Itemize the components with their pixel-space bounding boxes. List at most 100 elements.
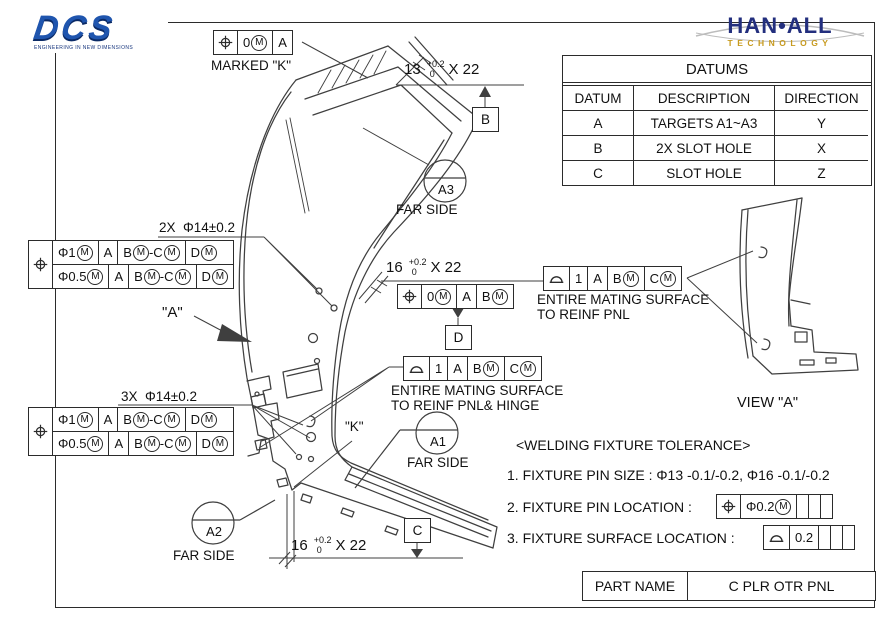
dim-suffix: X 22: [430, 259, 462, 276]
datum-table-title: DATUMS: [563, 56, 871, 83]
fcf-cell: [818, 526, 830, 549]
datum-target-a2-label: A2: [206, 524, 222, 539]
material-condition-icon: M: [132, 411, 149, 428]
material-condition-icon: M: [201, 244, 218, 261]
fcf-cell: A: [447, 357, 467, 380]
dim-tol-hi: +0.2: [313, 535, 332, 545]
welding-note-3-label: 3. FIXTURE SURFACE LOCATION :: [507, 530, 735, 546]
fcf-cell: A: [108, 265, 128, 288]
view-a-drawing: [739, 197, 859, 375]
material-condition-icon: M: [143, 268, 160, 285]
datum-flag-c: C: [404, 518, 431, 543]
material-condition-icon: M: [251, 34, 268, 51]
dim-suffix: X 22: [335, 537, 367, 554]
dim-value: 16: [291, 537, 308, 554]
dim-suffix: X 22: [448, 61, 480, 78]
fcf-cell: [820, 495, 832, 518]
profile-symbol-icon: [544, 267, 570, 290]
material-condition-icon: M: [519, 360, 536, 377]
material-condition-icon: M: [76, 244, 93, 261]
material-condition-icon: M: [211, 435, 228, 452]
dcs-logo: DCS ENGINEERING IN NEW DIMENSIONS: [30, 9, 168, 53]
dim-tol-lo: 0: [411, 266, 417, 277]
profile-right-note: TO REINF PNL: [537, 307, 630, 322]
datum-targets: A3 A1 A2: [191, 159, 467, 545]
fcf-cell: [796, 495, 808, 518]
fcf-cell: 1: [575, 271, 583, 286]
datum-table-cell: 2X SLOT HOLE: [633, 135, 774, 160]
welding-note-1: 1. FIXTURE PIN SIZE : Φ13 -0.1/-0.2, Φ16…: [507, 467, 830, 483]
dcs-logo-text: DCS: [31, 9, 118, 47]
material-condition-icon: M: [491, 288, 508, 305]
marked-k-label: MARKED "K": [211, 58, 292, 73]
part-name-label: PART NAME: [583, 572, 688, 600]
view-arrow-label: "A": [162, 304, 183, 321]
material-condition-icon: M: [174, 268, 191, 285]
datum-table-cell: Y: [774, 110, 868, 135]
datum-table-header: DATUM: [574, 90, 622, 106]
datum-table-cell: TARGETS A1~A3: [633, 110, 774, 135]
datum-table-cell: Z: [774, 160, 868, 185]
fcf-cell: [842, 526, 854, 549]
datum-table-header: DIRECTION: [774, 86, 868, 110]
profile-right-note: ENTIRE MATING SURFACE: [537, 292, 710, 307]
datum-target-a2-circle: [191, 501, 235, 545]
fcf-cell: A: [97, 241, 118, 264]
datum-table-cell: B: [563, 135, 633, 160]
fcf-cell: A: [456, 285, 476, 308]
material-condition-icon: M: [143, 435, 160, 452]
material-condition-icon: M: [435, 288, 452, 305]
fcf-cell: A: [272, 31, 292, 54]
fcf-cell: [808, 495, 820, 518]
material-condition-icon: M: [132, 244, 149, 261]
dim-tol-lo: 0: [316, 544, 322, 555]
material-condition-icon: M: [775, 498, 792, 515]
holes-3x-label: 3X Φ14±0.2: [121, 389, 197, 404]
holes-2x-label: 2X Φ14±0.2: [159, 220, 235, 235]
profile-mid-note: ENTIRE MATING SURFACE: [391, 383, 564, 398]
datum-target-a1-label: A1: [430, 434, 446, 449]
datum-table-cell: C: [563, 160, 633, 185]
datum-table-header: DESCRIPTION: [633, 86, 774, 110]
datum-table-cell: X: [774, 135, 868, 160]
view-a-label: VIEW "A": [737, 395, 799, 411]
material-condition-icon: M: [174, 435, 191, 452]
profile-symbol-icon: [404, 357, 430, 380]
fcf-cell: 0.2: [795, 530, 814, 545]
fcf-cell: 1: [435, 361, 443, 376]
datum-target-a1-circle: [415, 411, 459, 455]
dim-tol-hi: +0.2: [426, 59, 445, 69]
leaders-and-dimensions: [118, 41, 758, 569]
part-name-value: C PLR OTR PNL: [728, 578, 835, 594]
hanall-swoosh-icon: [695, 24, 865, 42]
position-symbol-icon: [29, 241, 53, 288]
hanall-logo: HAN•ALL TECHNOLOGY: [692, 14, 868, 48]
dcs-logo-tagline: ENGINEERING IN NEW DIMENSIONS: [34, 45, 134, 51]
material-condition-icon: M: [163, 411, 180, 428]
k-ref-label: "K": [345, 419, 364, 434]
